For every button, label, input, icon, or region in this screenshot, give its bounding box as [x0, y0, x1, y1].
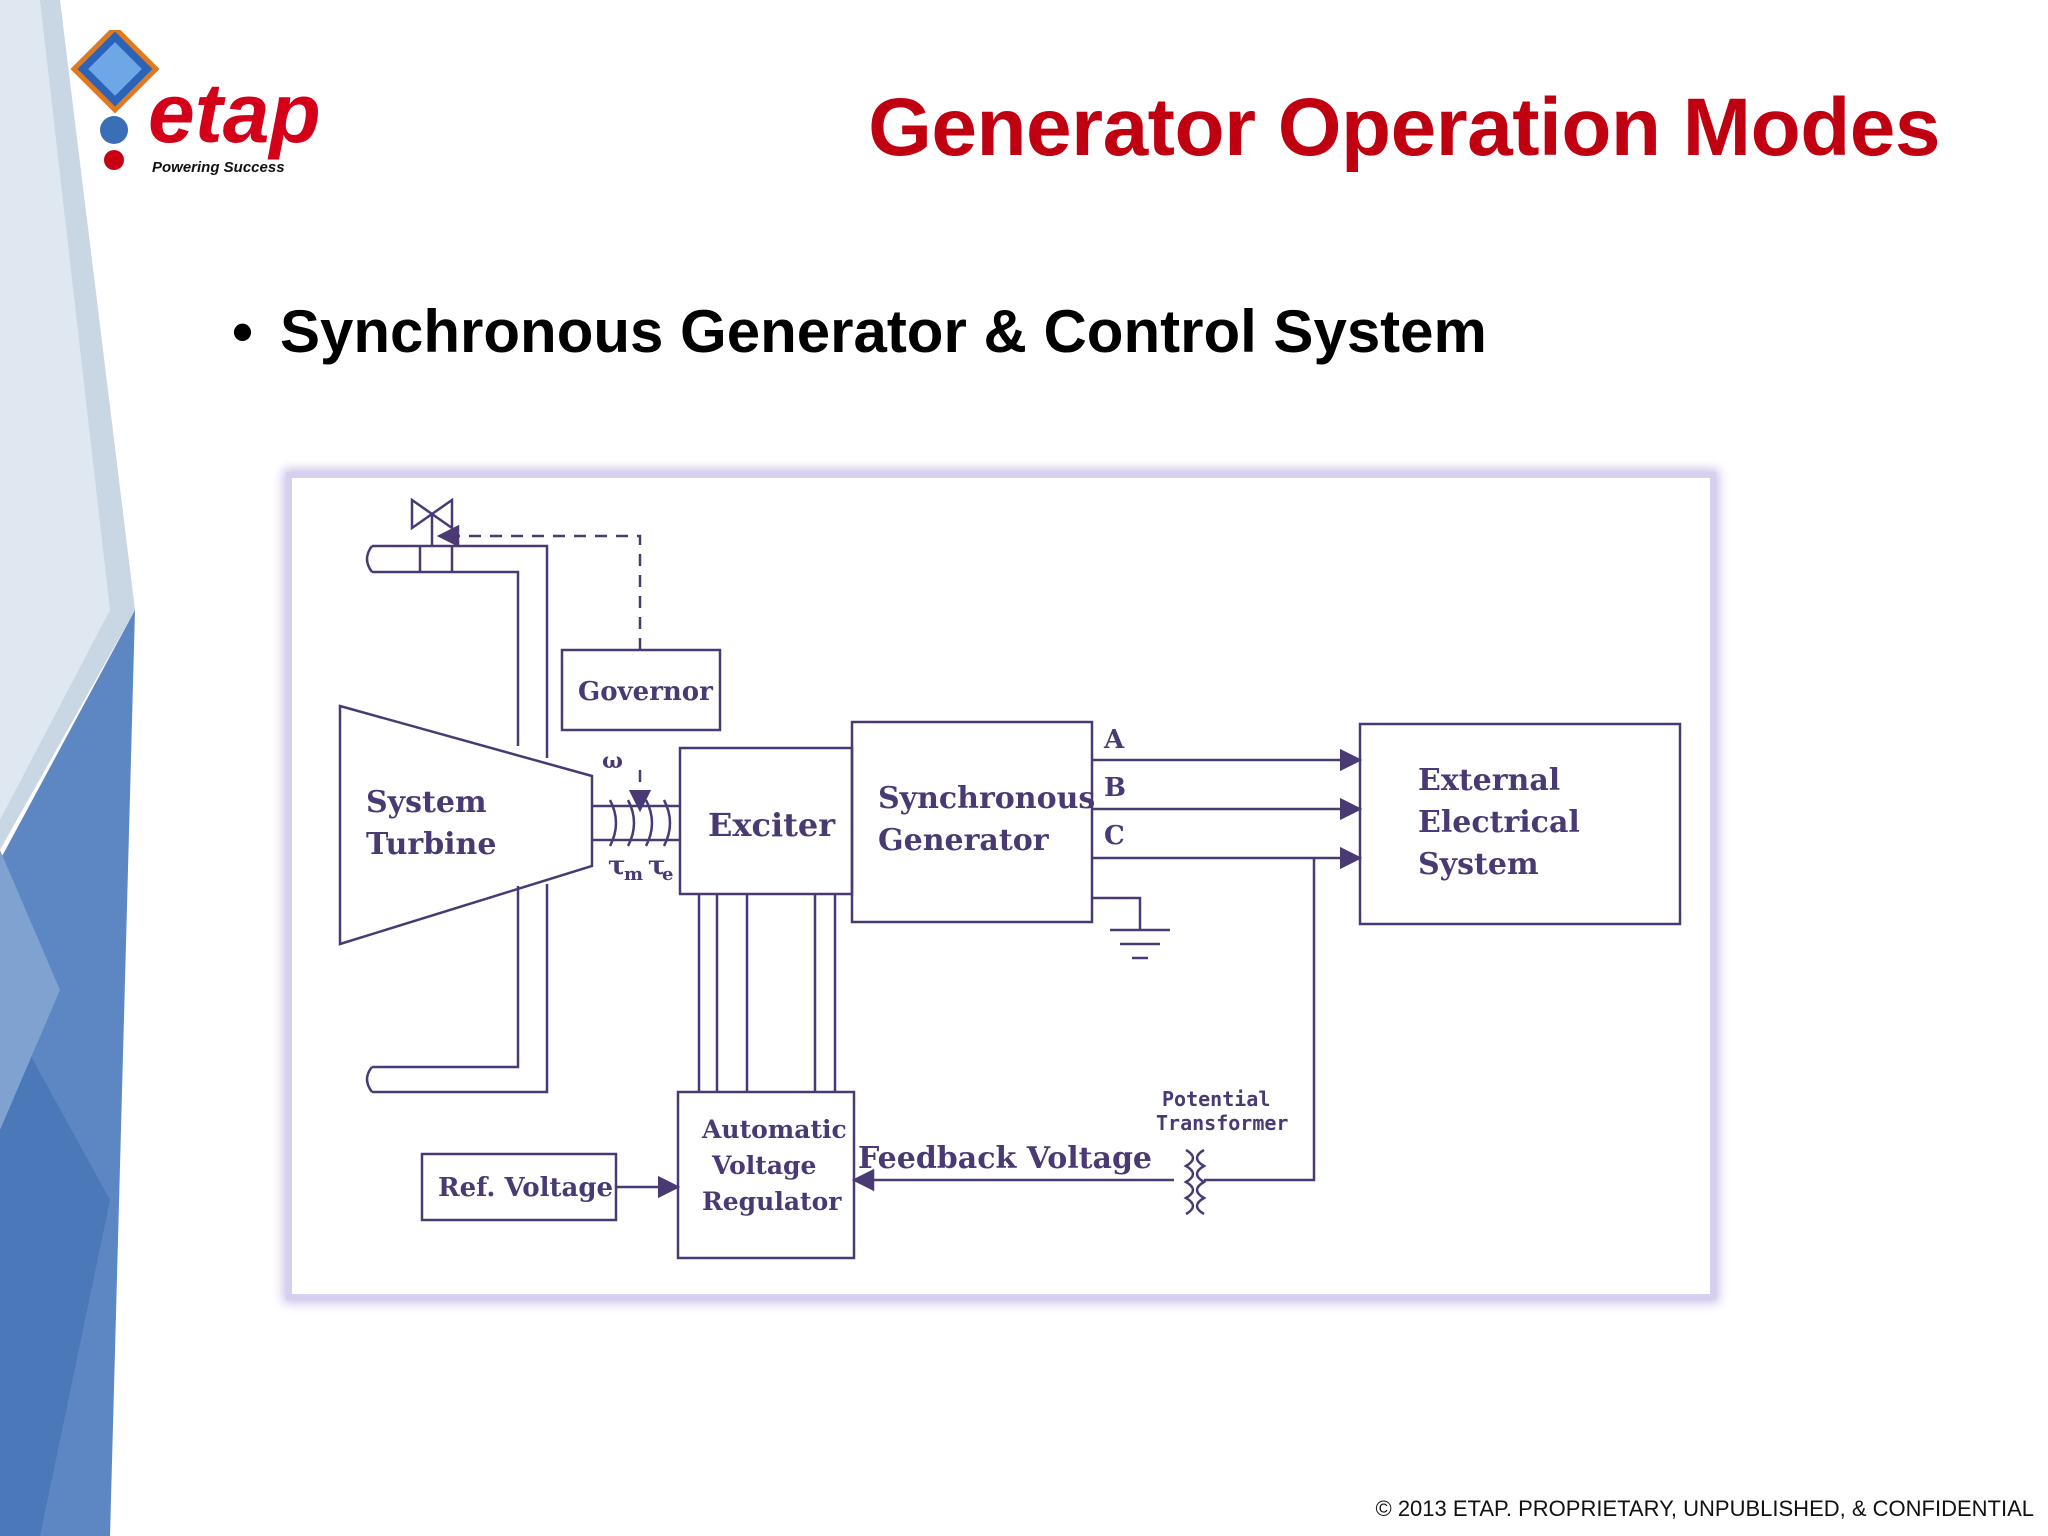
ground-icon	[1092, 896, 1170, 960]
steam-pipe-top	[372, 544, 549, 758]
tau-m-label: τ	[608, 851, 626, 881]
background-decoration	[0, 0, 135, 1536]
phase-c-label: C	[1104, 821, 1125, 851]
slide-title: Generator Operation Modes	[868, 82, 1940, 173]
governor-block	[560, 648, 722, 732]
bullet-item: • Synchronous Generator & Control System	[232, 292, 1487, 372]
logo-wordmark: etap	[148, 66, 321, 160]
governor-label: Governor	[578, 677, 713, 707]
tau-m-subscript: m	[624, 864, 643, 885]
ref-voltage-label: Ref. Voltage	[438, 1173, 613, 1203]
avr-label-line3: Regulator	[702, 1187, 842, 1216]
exciter-label: Exciter	[708, 806, 836, 844]
pt-label-line1: Potential	[1162, 1087, 1270, 1111]
logo-emblem-icon	[70, 30, 160, 170]
sync-gen-label-line1: Synchronous	[878, 781, 1095, 816]
logo-tagline: Powering Success	[152, 159, 285, 176]
phase-b-label: B	[1104, 773, 1126, 803]
sync-gen-block	[850, 720, 1094, 924]
phase-a-label: A	[1103, 725, 1125, 755]
omega-label: ω	[602, 748, 623, 774]
avr-label-line2: Voltage	[711, 1151, 816, 1180]
tau-e-subscript: e	[662, 864, 673, 885]
tau-e-label: τ	[648, 851, 666, 881]
feedback-voltage-label: Feedback Voltage	[858, 1141, 1152, 1176]
turbine-label-line2: Turbine	[366, 827, 496, 862]
turbine-label-line1: System	[366, 785, 487, 820]
potential-transformer-icon	[1183, 1148, 1207, 1216]
bullet-dot: •	[232, 298, 254, 365]
external-system-block	[1358, 722, 1682, 926]
control-valve-icon	[410, 497, 454, 531]
turbine-shape	[338, 704, 594, 946]
external-label-line2: Electrical	[1418, 805, 1580, 840]
sync-gen-label-line2: Generator	[878, 823, 1050, 858]
copyright-footer: © 2013 ETAP. PROPRIETARY, UNPUBLISHED, &…	[1375, 1496, 2035, 1521]
external-label-line1: External	[1418, 763, 1560, 798]
pt-label-line2: Transformer	[1156, 1111, 1288, 1135]
external-label-line3: System	[1418, 847, 1539, 882]
block-diagram: Governor System Turbine ω τ m τ e Excite…	[338, 497, 1682, 1260]
avr-label-line1: Automatic	[701, 1115, 847, 1144]
bullet-text: Synchronous Generator & Control System	[280, 298, 1487, 365]
steam-pipe-bottom	[372, 884, 549, 1094]
etap-logo: etap Powering Success	[70, 30, 321, 176]
